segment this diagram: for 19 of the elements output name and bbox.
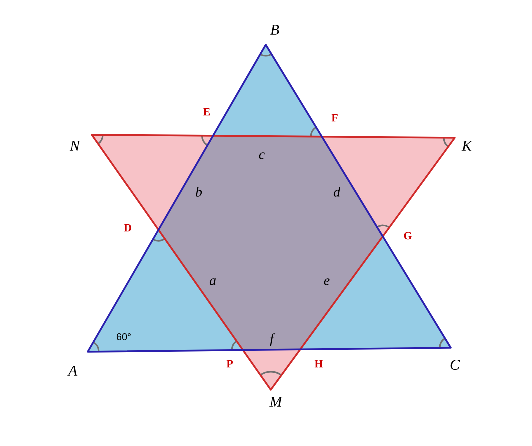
point-label: C [450, 360, 460, 370]
side-label: b [196, 187, 202, 197]
side-label: a [210, 278, 216, 286]
side-label: d [334, 187, 341, 197]
point-label: E [204, 108, 210, 116]
side-label: f [270, 334, 276, 346]
point-label: P [226, 360, 234, 368]
point-label: H [314, 360, 324, 368]
point-label: G [404, 232, 412, 240]
point-label: A [68, 366, 78, 376]
point-label: B [270, 25, 280, 35]
angle-label: 60° [116, 333, 131, 340]
side-label: e [324, 278, 330, 286]
point-label: K [462, 141, 473, 151]
point-label: D [124, 224, 132, 232]
point-label: F [332, 114, 338, 122]
point-label: M [270, 397, 283, 407]
point-label: N [70, 141, 81, 151]
side-label: c [259, 152, 265, 160]
